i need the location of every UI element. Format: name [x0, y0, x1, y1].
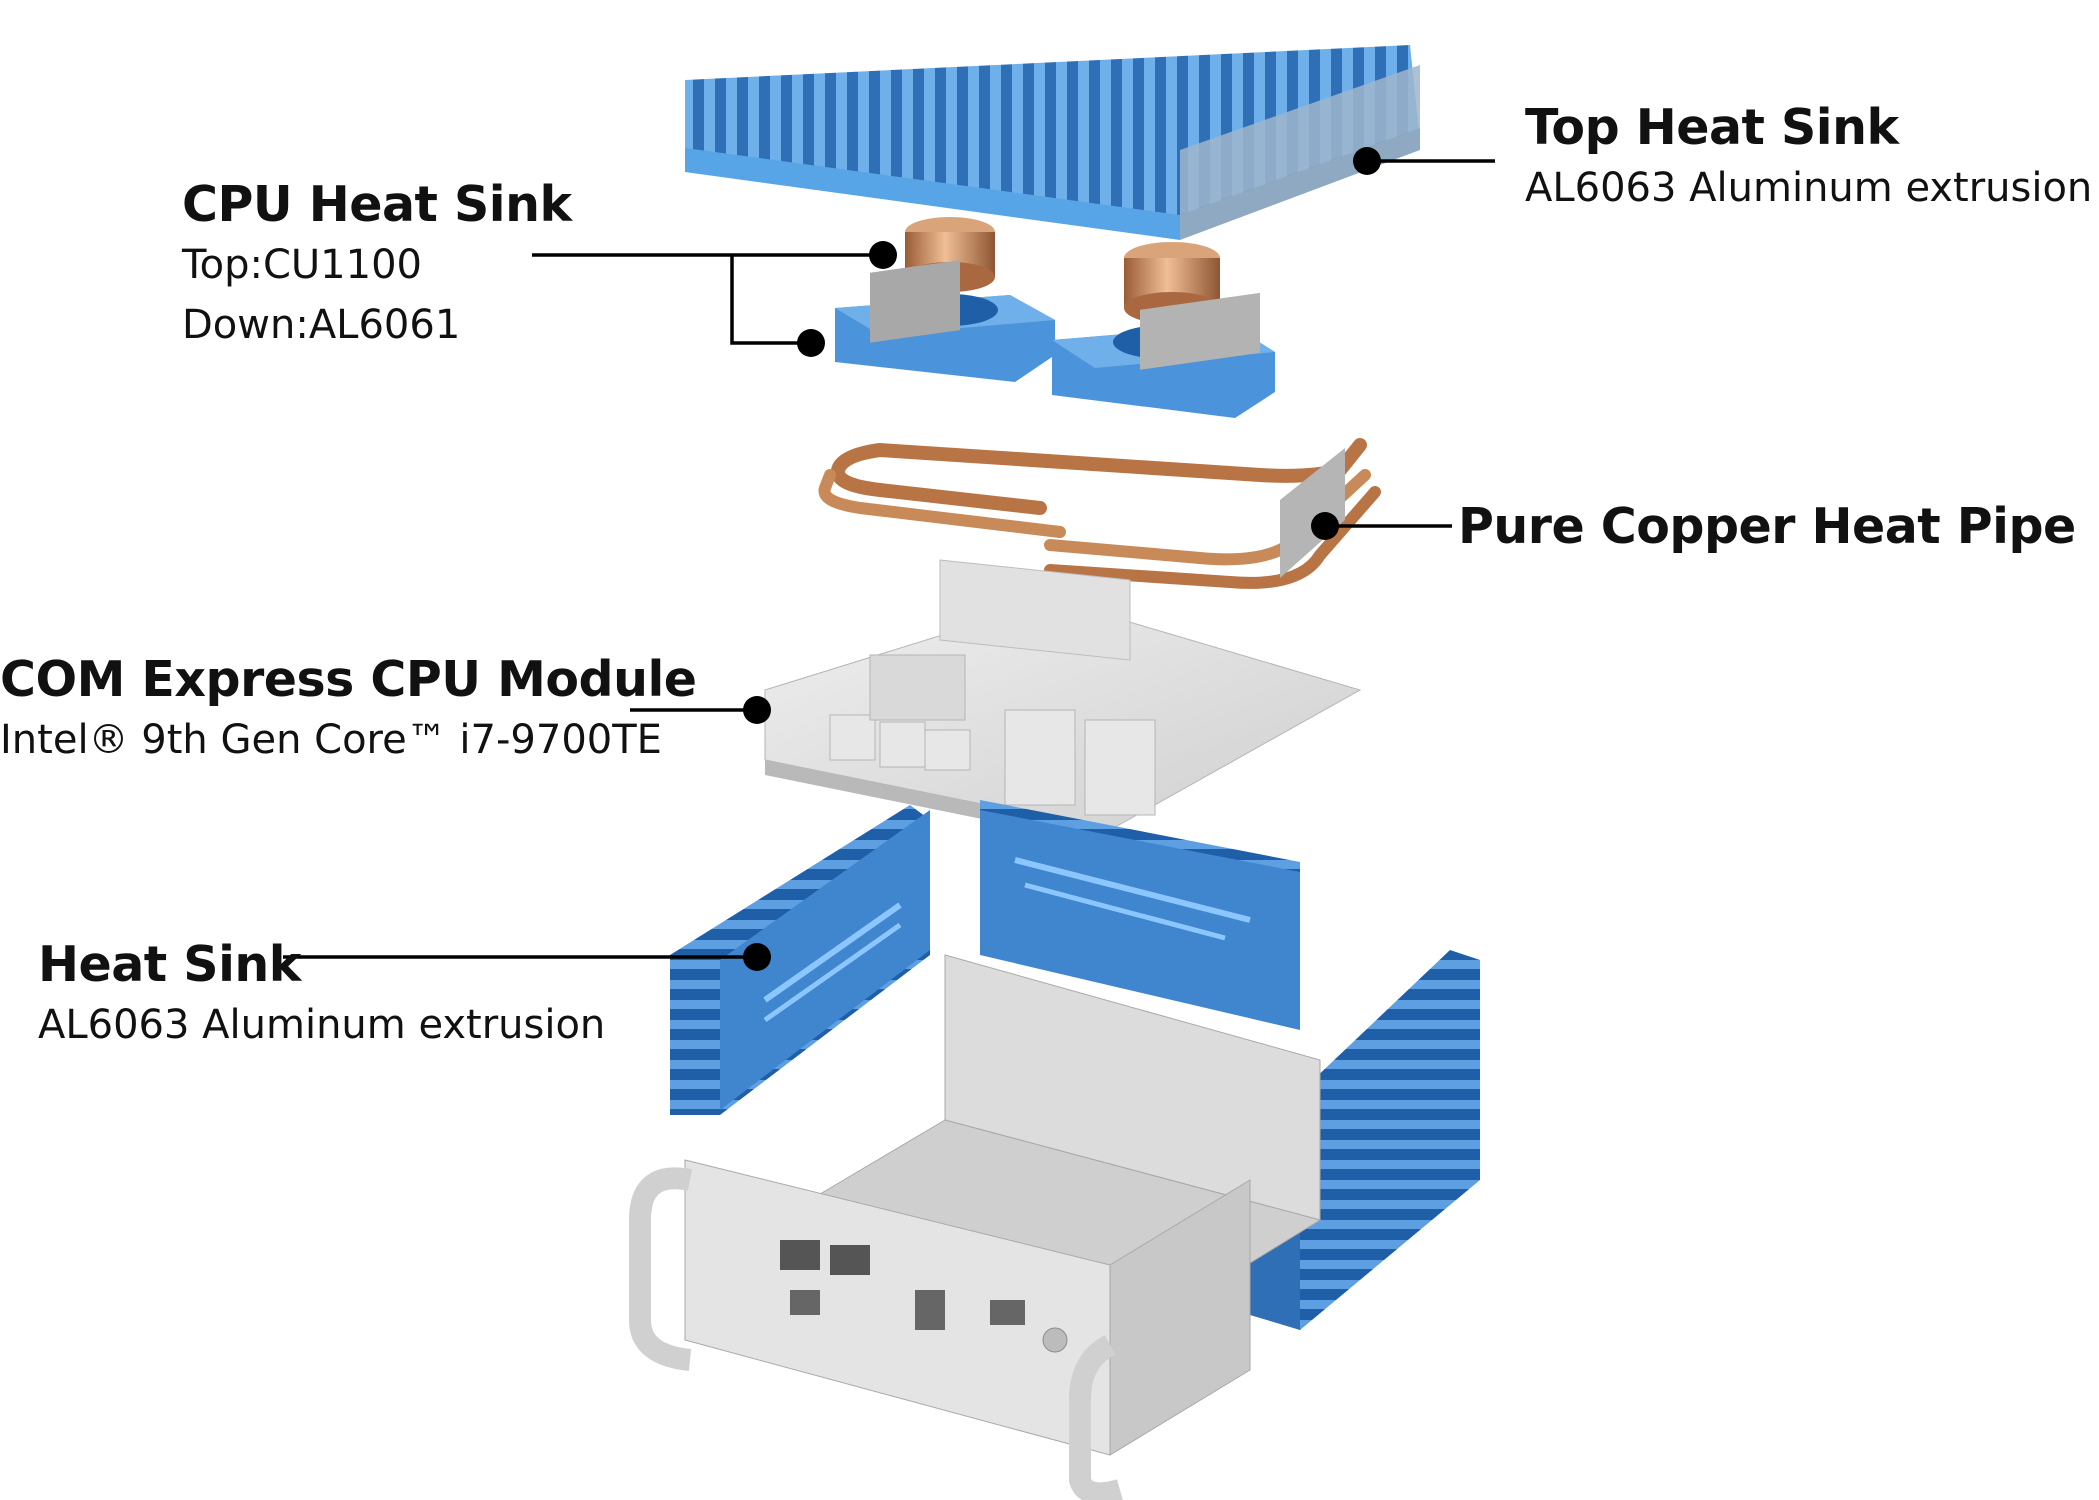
heat-sink-left [670, 805, 930, 1115]
label-cpu-heat-sink-top-material: Top:CU1100 [182, 242, 422, 288]
dot-cpu-heat-sink-top [869, 241, 897, 269]
label-heat-pipe: Pure Copper Heat Pipe [1458, 497, 2076, 557]
label-cpu-heat-sink: CPU Heat Sink Top:CU1100 Down:AL6061 [182, 175, 572, 355]
chassis [629, 954, 1322, 1500]
label-top-heat-sink-material: AL6063 Aluminum extrusion [1525, 165, 2093, 211]
label-cpu-heat-sink-down-material: Down:AL6061 [182, 302, 461, 348]
com-express-board [764, 559, 1362, 845]
label-top-heat-sink-title: Top Heat Sink [1525, 99, 1899, 156]
label-com-module-cpu: Intel® 9th Gen Core™ i7-9700TE [0, 717, 662, 763]
label-side-heat-sink-title: Heat Sink [38, 936, 301, 993]
dot-top-heat-sink [1353, 147, 1381, 175]
leader-cpu-heat-sink-branch [730, 255, 810, 345]
heat-sink-center [980, 800, 1300, 1030]
dot-com-module [743, 696, 771, 724]
top-heat-sink [685, 45, 1420, 240]
dot-cpu-heat-sink-down [797, 329, 825, 357]
label-side-heat-sink: Heat Sink AL6063 Aluminum extrusion [38, 935, 605, 1055]
leader-lines [283, 159, 1495, 959]
label-cpu-heat-sink-title: CPU Heat Sink [182, 176, 572, 233]
label-com-module: COM Express CPU Module Intel® 9th Gen Co… [0, 650, 697, 770]
label-com-module-title: COM Express CPU Module [0, 651, 697, 708]
leader-dots [743, 147, 1381, 971]
copper-heat-pipes [818, 260, 1381, 589]
label-side-heat-sink-material: AL6063 Aluminum extrusion [38, 1002, 606, 1048]
label-top-heat-sink: Top Heat Sink AL6063 Aluminum extrusion [1525, 98, 2092, 218]
dot-heat-pipe [1311, 512, 1339, 540]
label-heat-pipe-title: Pure Copper Heat Pipe [1458, 498, 2076, 555]
dot-heat-sink [743, 943, 771, 971]
